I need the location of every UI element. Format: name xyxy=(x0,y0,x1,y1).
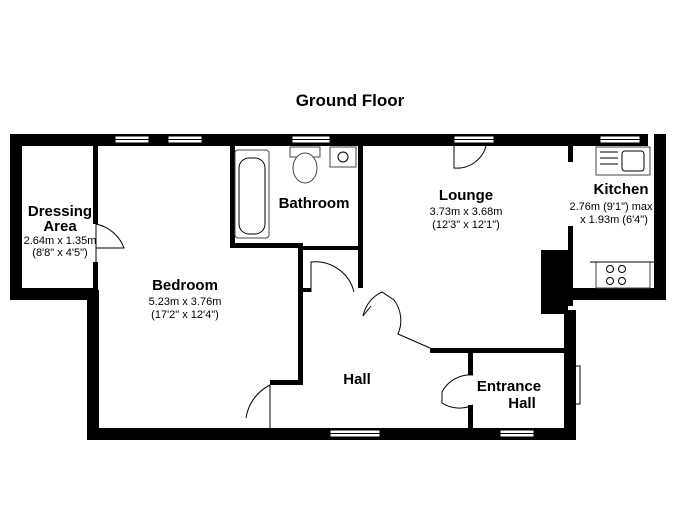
dressing-area-name-line2: Area xyxy=(43,218,77,235)
room-labels: Dressing Area 2.64m x 1.35m (8'8" x 4'5"… xyxy=(24,181,653,412)
entrance-hall-name-line1: Entrance xyxy=(477,378,541,395)
walls xyxy=(10,134,666,440)
dressing-area-dim-metric: 2.64m x 1.35m xyxy=(24,235,97,247)
hall-name: Hall xyxy=(343,371,371,388)
dressing-area-dim-imperial: (8'8" x 4'5") xyxy=(32,247,87,259)
kitchen-hob xyxy=(595,261,651,289)
bedroom-dim-imperial: (17'2" x 12'4") xyxy=(151,309,219,321)
kitchen-name: Kitchen xyxy=(593,181,648,198)
bedroom-dim-metric: 5.23m x 3.76m xyxy=(149,296,222,308)
bedroom-name: Bedroom xyxy=(152,277,218,294)
lounge-name: Lounge xyxy=(439,187,493,204)
basin xyxy=(329,146,357,168)
entrance-hall-name-line2: Hall xyxy=(508,395,536,412)
windows xyxy=(114,135,641,438)
kitchen-dim-line2: x 1.93m (6'4") xyxy=(580,214,648,226)
floor-title: Ground Floor xyxy=(296,91,405,110)
doors xyxy=(95,145,581,428)
lounge-dim-imperial: (12'3" x 12'1") xyxy=(432,219,500,231)
bathroom-name: Bathroom xyxy=(279,195,350,212)
kitchen-dim-line1: 2.76m (9'1") max xyxy=(569,201,653,213)
bathtub xyxy=(234,149,270,239)
lounge-dim-metric: 3.73m x 3.68m xyxy=(430,206,503,218)
dressing-area-name-line1: Dressing xyxy=(28,203,92,220)
fixtures xyxy=(234,146,654,289)
